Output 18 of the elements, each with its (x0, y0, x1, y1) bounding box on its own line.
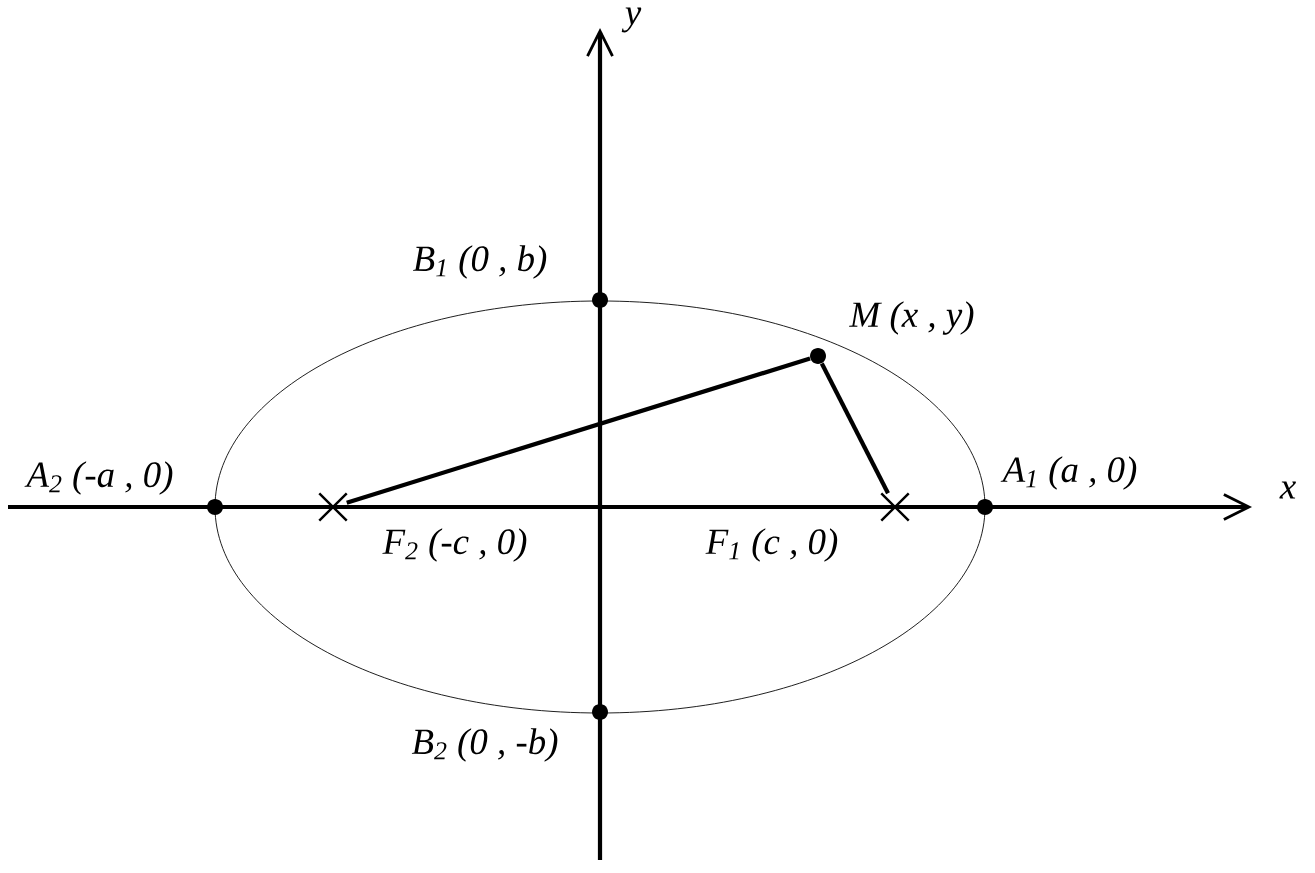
point-label: M (x , y) (849, 301, 974, 335)
line-segment (819, 362, 890, 495)
point-label: B$_{2}$ (0 , -b) (411, 728, 558, 762)
axis-label: x (1279, 481, 1296, 499)
line-segment (346, 356, 811, 505)
axis-label: y (621, 7, 642, 33)
point-dot (207, 499, 223, 515)
point-label: B$_{1}$ (0 , b) (413, 245, 547, 279)
point-label: A$_{1}$ (a , 0) (1000, 456, 1137, 490)
point-dot (592, 704, 608, 720)
point-label: F$_{2}$ (-c , 0) (382, 528, 527, 562)
point-dot (810, 348, 826, 364)
cross-mark (318, 492, 348, 522)
point-dot (977, 499, 993, 515)
point-label: F$_{1}$ (c , 0) (705, 528, 838, 562)
cross-mark (880, 492, 910, 522)
point-dot (592, 292, 608, 308)
point-label: A$_{2}$ (-a , 0) (24, 461, 173, 495)
